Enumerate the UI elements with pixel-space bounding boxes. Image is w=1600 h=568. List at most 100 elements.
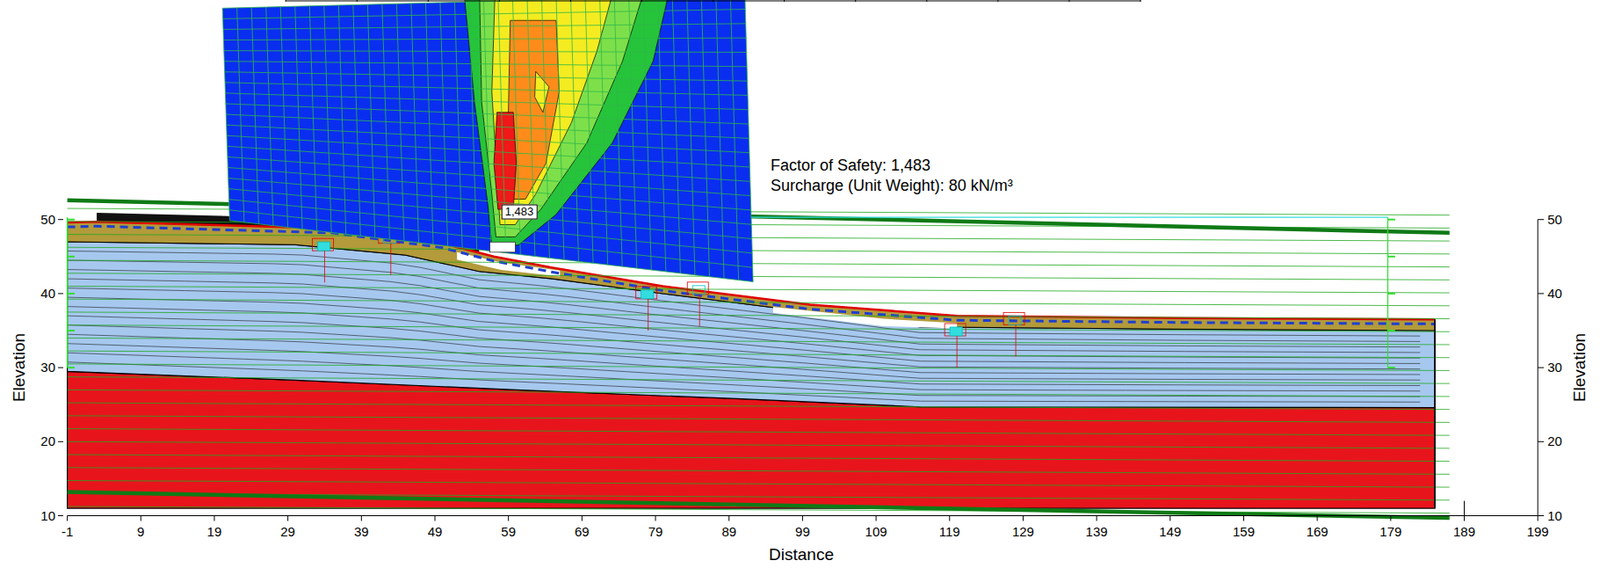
radius-line	[67, 467, 1450, 475]
x-tick-label: 59	[500, 523, 516, 539]
radius-line	[67, 273, 1450, 281]
table-edge	[997, 0, 999, 2]
x-tick-label: 189	[1453, 523, 1476, 539]
grid-line	[227, 166, 752, 210]
x-tick	[802, 515, 804, 522]
y-tick-label: 50	[1547, 211, 1563, 227]
x-tick-label: 129	[1012, 523, 1035, 539]
radius-line	[67, 311, 1450, 319]
range-tick	[1387, 366, 1395, 369]
x-tick-label: 99	[795, 523, 811, 539]
y-tick-label: 20	[40, 434, 56, 449]
probe-stem	[647, 298, 649, 331]
probe-stem	[1015, 324, 1017, 356]
grid-line	[224, 61, 747, 67]
radius-line	[67, 454, 1450, 462]
result-note: Surcharge (Unit Weight): 80 kN/m³	[770, 176, 1014, 196]
safety-factor-tag: 1,483	[501, 204, 538, 220]
probe-marker	[1008, 315, 1021, 325]
radius-line	[67, 480, 1450, 488]
grid-line	[643, 0, 652, 270]
probe-marker	[1003, 311, 1025, 325]
range-tick	[1387, 255, 1395, 258]
grid-line	[228, 178, 753, 225]
x-tick	[1317, 515, 1318, 522]
axis-title: Elevation	[1570, 333, 1590, 402]
x-tick-label: 79	[648, 523, 664, 539]
table-edge	[641, 0, 643, 2]
axis-title: Elevation	[9, 333, 29, 402]
grid-line	[229, 220, 753, 283]
grid-line	[223, 23, 746, 30]
radius-line	[67, 285, 1450, 293]
x-tick	[1022, 515, 1024, 522]
x-tick-label: 119	[939, 523, 961, 539]
y-tick-label: 10	[1547, 507, 1563, 523]
grid-line	[701, 0, 710, 277]
x-tick-label: 169	[1306, 523, 1329, 539]
result-note: Factor of Safety: 1,483	[770, 156, 931, 175]
stratum-line	[67, 352, 1421, 397]
grid-line	[672, 0, 681, 274]
x-tick	[140, 515, 142, 522]
stratum-line	[67, 306, 1421, 370]
table-edge	[783, 0, 785, 2]
probe-stem	[956, 335, 958, 368]
x-tick	[948, 515, 950, 522]
radius-line	[67, 402, 1450, 410]
grid-line	[229, 199, 753, 254]
probe-stem	[699, 294, 701, 326]
x-tick-label: 29	[280, 523, 296, 539]
x-tick-label: 19	[207, 523, 223, 539]
y-tick	[1537, 514, 1544, 516]
grid-line	[658, 0, 667, 272]
range-tick	[1387, 292, 1395, 295]
range-tick	[67, 292, 75, 295]
x-tick-label: 9	[137, 523, 145, 539]
table-edge	[712, 0, 714, 2]
y-tick-label: 40	[40, 285, 56, 301]
radius-line	[67, 415, 1450, 423]
probe-marker	[641, 289, 654, 299]
y-tick-label: 40	[1547, 285, 1563, 301]
radius-line	[67, 428, 1450, 436]
grid-line	[226, 124, 750, 153]
grid-line	[223, 9, 746, 20]
x-tick-label: 49	[427, 523, 443, 539]
y-tick	[57, 292, 64, 294]
probe-marker	[311, 238, 334, 251]
grid-line	[224, 50, 747, 53]
grid-line	[229, 209, 753, 268]
grid-line	[745, 0, 753, 283]
x-tick	[213, 515, 215, 522]
y-tick	[1537, 218, 1544, 220]
range-tick	[67, 329, 75, 332]
axis-title: Distance	[768, 544, 834, 565]
grid-line	[225, 103, 749, 124]
table-edge	[499, 0, 500, 2]
x-tick	[1537, 515, 1539, 522]
grid-line	[225, 114, 749, 138]
y-tick	[57, 514, 64, 516]
y-tick-label: 10	[40, 507, 56, 523]
grid-line	[716, 0, 724, 279]
grid-line	[224, 82, 748, 96]
table-edge	[570, 0, 572, 2]
y-tick	[57, 218, 64, 220]
x-tick	[434, 515, 436, 522]
table-edge	[1068, 0, 1070, 2]
y-tick-label: 30	[1547, 359, 1563, 375]
grid-line	[730, 0, 739, 281]
x-tick-label: 69	[574, 523, 590, 539]
grid-lines	[222, 0, 753, 283]
radius-line	[67, 441, 1450, 449]
grid-line	[227, 156, 751, 196]
grid-line	[224, 72, 748, 81]
x-tick	[1243, 515, 1245, 522]
slip-grid	[222, 0, 753, 283]
x-tick	[1169, 515, 1171, 522]
probe-marker	[636, 286, 658, 299]
x-tick	[1463, 500, 1465, 516]
x-tick	[876, 515, 877, 522]
